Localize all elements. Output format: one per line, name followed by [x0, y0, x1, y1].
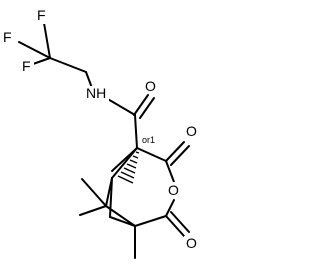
atom-nh: NH: [86, 85, 106, 101]
bond-back-ch2-b: [109, 177, 113, 218]
bonds: [18, 22, 190, 259]
hashed-wedge: [117, 151, 140, 184]
atom-f-mid: F: [22, 58, 31, 74]
bond-cme2-methyl-b: [79, 205, 107, 216]
chemical-structure: F F F NH O O O O or1: [2, 7, 198, 259]
bond-ch2-nh: [85, 71, 93, 89]
atom-o-lactone-top: O: [186, 123, 197, 139]
bond-cme2-methyl-a: [81, 178, 107, 207]
bond-cf3-f-mid: [32, 57, 51, 65]
atom-o-amide: O: [145, 78, 156, 94]
bond-back-ch2-a: [111, 147, 138, 172]
bond-amide-c-o-1: [133, 94, 149, 116]
bond-upper-c-o-1: [165, 141, 185, 162]
bond-upper-c-ring-o: [165, 160, 175, 183]
atom-f-top: F: [37, 7, 46, 23]
bond-cf3-ch2: [49, 57, 87, 73]
atom-o-ring: O: [168, 182, 179, 198]
bond-lower-c-o-2: [170, 211, 190, 233]
atom-o-lactone-bottom: O: [186, 235, 197, 251]
atom-labels: F F F NH O O O O or1: [2, 7, 198, 252]
stereo-label: or1: [142, 135, 155, 145]
bond-bridgehead-c-upper: [136, 147, 167, 162]
atom-f-left: F: [3, 29, 12, 45]
bond-lower-c-o-1: [165, 215, 185, 237]
bond-cf3-f-left: [18, 41, 51, 59]
bond-ring-o-lower-c: [165, 199, 175, 217]
bond-cf3-f-top: [43, 22, 51, 59]
bond-nh-carbonyl: [105, 97, 136, 116]
bond-amide-c-o-2: [139, 97, 155, 119]
bond-carbonyl-bridgehead: [134, 114, 138, 149]
bond-lower-c-bridgehead: [134, 215, 167, 227]
bond-back-ch2-c: [109, 216, 136, 227]
bond-upper-c-o-2: [170, 145, 190, 166]
